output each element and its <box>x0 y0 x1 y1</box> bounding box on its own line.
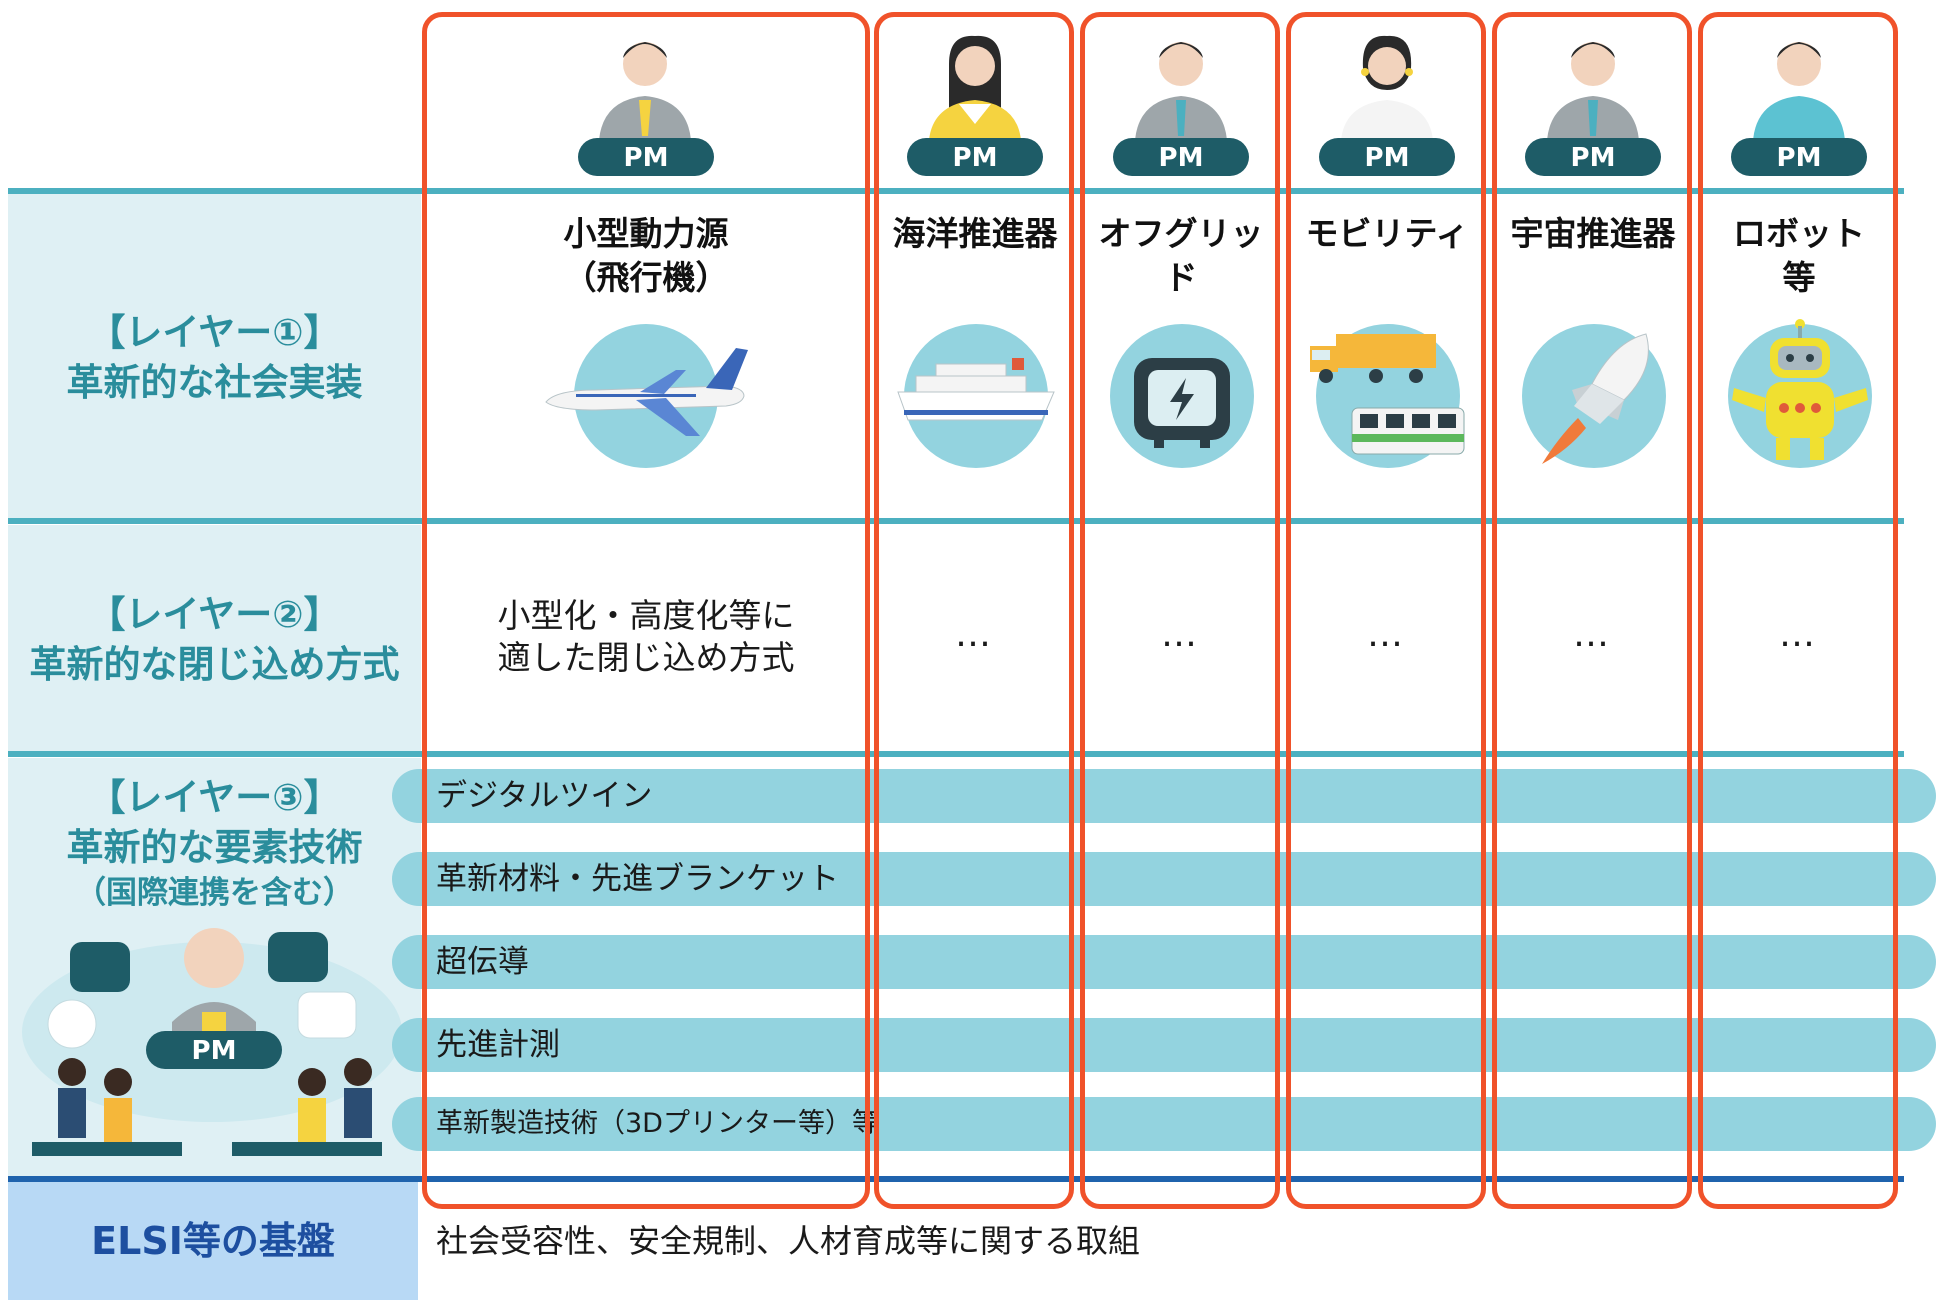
column-title-marine: 海洋推進器 <box>892 214 1058 253</box>
layer2-label: 【レイヤー②】 革新的な閉じ込め方式 <box>8 590 421 690</box>
pm-badge-robot: PM <box>1731 138 1867 176</box>
layer3-pm-badge: PM <box>146 1031 282 1069</box>
pm-avatar-icon <box>599 42 691 140</box>
pm-badge-marine: PM <box>907 138 1043 176</box>
layer1-number: 【レイヤー①】 <box>88 311 341 354</box>
tech-bar-materials: 革新材料・先進ブランケット <box>392 852 1936 906</box>
layer2-robot-ellipsis: … <box>1779 614 1819 655</box>
tech-bar-superconductivity: 超伝導 <box>392 935 1936 989</box>
truck-train-icon <box>1310 334 1465 455</box>
column-title-offgrid: オフグリッド <box>1098 214 1264 297</box>
separator-1 <box>8 518 1904 524</box>
column-frame-mobility <box>1286 12 1486 1209</box>
column-frame-marine <box>874 12 1074 1209</box>
layer2-space-ellipsis: … <box>1573 614 1613 655</box>
layer1-title: 革新的な社会実装 <box>66 361 363 404</box>
column-title-robot: ロボット 等 <box>1733 214 1898 297</box>
column-frame-aircraft <box>422 12 870 1209</box>
layer3-label: 【レイヤー③】 革新的な要素技術 （国際連携を含む） <box>8 773 421 913</box>
pm-avatar-icon <box>1135 42 1227 140</box>
layer2-aircraft-text: 小型化・高度化等に 適した閉じ込め方式 <box>497 596 795 677</box>
separator-2 <box>8 751 1904 757</box>
column-frame-robot <box>1698 12 1898 1209</box>
column-frame-space <box>1492 12 1692 1209</box>
pm-badge-mobility: PM <box>1319 138 1455 176</box>
separator-elsi <box>8 1176 1904 1182</box>
airplane-icon <box>545 348 748 436</box>
tech-bar-digital-twin: デジタルツイン <box>392 769 1936 823</box>
tech-bar-manufacturing: 革新製造技術（3Dプリンター等）等 <box>392 1097 1936 1151</box>
pm-badge-space: PM <box>1525 138 1661 176</box>
robot-icon <box>1732 319 1868 460</box>
layer3-number: 【レイヤー③】 <box>88 776 341 819</box>
column-title-space: 宇宙推進器 <box>1510 214 1676 253</box>
pm-avatar-icon <box>1753 42 1845 140</box>
layer2-title: 革新的な閉じ込め方式 <box>29 643 400 686</box>
elsi-label: ELSI等の基盤 <box>8 1182 418 1300</box>
pm-avatar-icon <box>1547 42 1639 140</box>
separator-top <box>8 188 1904 194</box>
pm-avatar-icon <box>929 35 1021 140</box>
layer3-note: （国際連携を含む） <box>75 875 354 911</box>
generator-icon <box>1134 358 1230 448</box>
layer3-title: 革新的な要素技術 <box>66 826 363 869</box>
layer1-label: 【レイヤー①】 革新的な社会実装 <box>8 308 421 408</box>
layer2-band <box>8 525 421 753</box>
elsi-description: 社会受容性、安全規制、人材育成等に関する取組 <box>436 1222 1141 1260</box>
pm-avatar-icon <box>1341 35 1433 140</box>
pm-badge-offgrid: PM <box>1113 138 1249 176</box>
layer2-number: 【レイヤー②】 <box>88 593 341 636</box>
layer1-band <box>8 193 421 520</box>
rocket-icon <box>1542 333 1649 464</box>
layer2-marine-ellipsis: … <box>955 614 995 655</box>
layer2-offgrid-ellipsis: … <box>1161 614 1201 655</box>
ship-icon <box>897 358 1055 421</box>
column-title-mobility: モビリティ <box>1305 214 1469 253</box>
column-title-aircraft: 小型動力源 （飛行機） <box>563 214 729 297</box>
pm-badge-aircraft: PM <box>578 138 714 176</box>
layer2-mobility-ellipsis: … <box>1367 614 1407 655</box>
tech-bar-measurement: 先進計測 <box>392 1018 1936 1072</box>
column-frame-offgrid <box>1080 12 1280 1209</box>
